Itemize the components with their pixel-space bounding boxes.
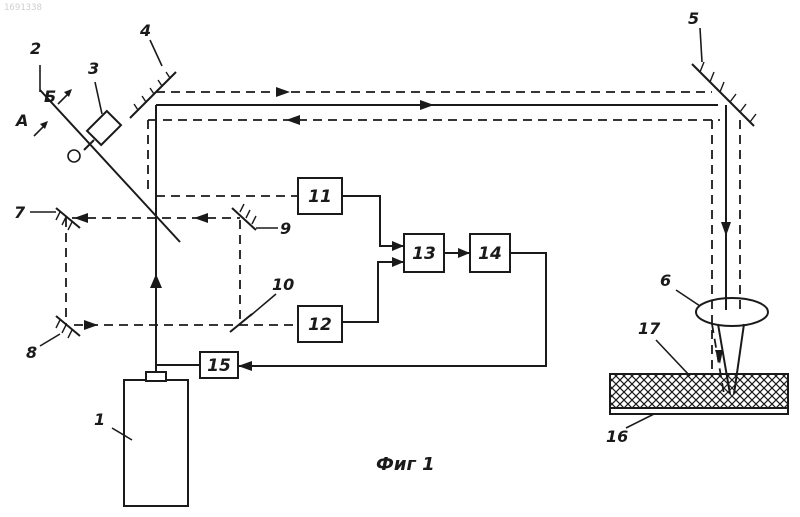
substrate-label: 16 [606,427,628,446]
mirror-7 [56,208,80,230]
letter-B: Б [44,87,56,106]
mirror-4-leader [150,40,162,66]
mirror-10-leader [250,294,276,316]
beam-splitter-label: 2 [30,39,41,58]
mirror-5 [692,62,756,126]
beam-arrow-up [150,274,162,288]
mirror-9 [232,204,256,230]
wire-12-13 [342,262,404,322]
wire-14-15-arrow [238,361,252,371]
mirror-10 [230,314,252,332]
beam-arrow-left [286,115,300,125]
mirror-5-label: 5 [688,9,699,28]
mirror-8-leader [40,334,60,346]
mirror-9-label: 9 [280,219,291,238]
wire-12-13-arrow [392,257,404,267]
document-stamp: 1691338 [4,3,42,13]
laser-label: 1 [94,410,105,429]
laser-source [124,372,188,506]
ref-arrow-left [194,213,208,223]
substrate-leader [626,414,654,428]
ref-arrow-right [84,320,98,330]
block-12-label: 12 [308,315,332,335]
block-14-label: 14 [478,244,502,264]
beam-arrow-right [420,100,434,110]
substrate-plate [610,408,788,414]
detector-label: 3 [88,59,99,78]
mirror-7-label: 7 [14,203,26,222]
ref-arrow-left-2 [74,213,88,223]
workpiece-label: 17 [638,319,661,338]
mirror-8-label: 8 [26,343,37,362]
workpiece-leader [656,340,690,376]
mirror-5-leader [700,28,702,62]
mirror-4 [130,72,176,118]
beam-arrow-right-top [276,87,290,97]
mirror-4-label: 4 [139,21,151,40]
block-11-label: 11 [308,187,332,207]
block-13-label: 13 [412,244,436,264]
workpiece-layer [610,374,788,408]
focusing-lens [696,298,768,326]
wire-13-14-arrow [458,248,470,258]
figure-caption: Фиг 1 [376,454,435,475]
wire-11-13-arrow [392,241,404,251]
letter-A: А [14,111,28,130]
lens-label: 6 [660,271,671,290]
wire-11-13 [342,196,404,246]
mirror-10-label: 10 [272,275,294,294]
lens-leader [676,290,700,306]
photodetector [68,111,121,162]
beam-arrow-down [721,222,731,236]
block-15-label: 15 [207,356,231,376]
detector-leader [95,82,102,114]
